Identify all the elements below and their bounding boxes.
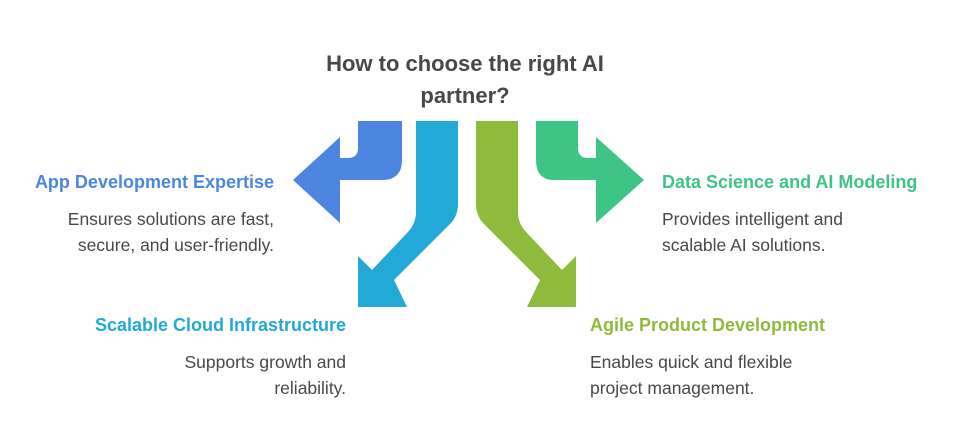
title-line-2: partner? xyxy=(420,83,510,108)
diagram-title: How to choose the right AI partner? xyxy=(300,48,630,112)
data-science-desc-line-1: Provides intelligent and xyxy=(662,209,843,229)
agile-development-desc-line-1: Enables quick and flexible xyxy=(590,352,793,372)
app-development-desc-line-1: Ensures solutions are fast, xyxy=(67,209,274,229)
agile-development-desc-line-2: project management. xyxy=(590,378,755,398)
agile-development-heading: Agile Product Development xyxy=(590,315,826,335)
data-science-desc-line-2: scalable AI solutions. xyxy=(662,235,826,255)
cloud-infrastructure-heading: Scalable Cloud Infrastructure xyxy=(94,315,346,335)
app-development-arrow xyxy=(293,121,402,223)
cloud-infrastructure-arrow xyxy=(358,121,458,307)
app-development-heading: App Development Expertise xyxy=(34,172,274,192)
app-development-desc-line-2: secure, and user-friendly. xyxy=(77,235,274,255)
cloud-infrastructure-description: Supports growth and reliability. xyxy=(95,349,347,401)
data-science-arrow xyxy=(536,121,644,223)
agile-development-description: Enables quick and flexible project manag… xyxy=(590,349,825,401)
agile-development-arrow xyxy=(476,121,576,307)
cloud-infrastructure-desc-line-2: reliability. xyxy=(274,378,346,398)
data-science-block: Data Science and AI Modeling Provides in… xyxy=(662,170,917,258)
app-development-block: App Development Expertise Ensures soluti… xyxy=(35,170,274,258)
app-development-description: Ensures solutions are fast, secure, and … xyxy=(35,206,274,258)
data-science-description: Provides intelligent and scalable AI sol… xyxy=(662,206,917,258)
cloud-infrastructure-block: Scalable Cloud Infrastructure Supports g… xyxy=(95,313,346,401)
data-science-heading: Data Science and AI Modeling xyxy=(662,172,918,192)
cloud-infrastructure-desc-line-1: Supports growth and xyxy=(184,352,347,372)
agile-development-block: Agile Product Development Enables quick … xyxy=(590,313,825,401)
title-line-1: How to choose the right AI xyxy=(326,51,604,76)
